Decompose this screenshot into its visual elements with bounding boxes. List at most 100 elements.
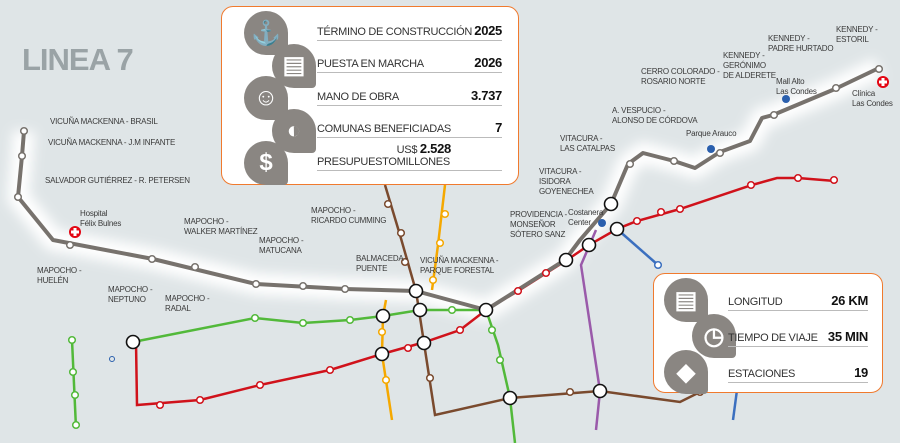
station-dot[interactable] — [428, 275, 438, 285]
station-dot[interactable] — [653, 260, 663, 270]
station-label: VICUÑA MACKENNA - J.M INFANTE — [48, 138, 175, 147]
station-dot[interactable] — [565, 387, 575, 397]
station-dot[interactable] — [400, 257, 410, 267]
stat-label: TÉRMINO DE CONSTRUCCIÓN — [317, 25, 473, 38]
interchange-station[interactable] — [374, 346, 390, 362]
station-dot[interactable] — [403, 343, 413, 353]
stat-label: PRESUPUESTO — [317, 155, 397, 168]
interchange-station[interactable] — [412, 302, 428, 318]
interchange-station[interactable] — [478, 302, 494, 318]
station-dot[interactable] — [396, 228, 406, 238]
line4-route — [731, 389, 739, 421]
station-dot[interactable] — [67, 335, 77, 345]
stat-label: COMUNAS BENEFICIADAS — [317, 123, 451, 135]
line5-route — [132, 308, 517, 443]
station-dot[interactable] — [440, 209, 450, 219]
interchange-station[interactable] — [558, 252, 574, 268]
interchange-station[interactable] — [581, 237, 597, 253]
station-dot[interactable] — [425, 373, 435, 383]
station-label: LAS CATALPAS — [560, 144, 615, 153]
station-dot[interactable] — [447, 305, 457, 315]
station-dot[interactable] — [377, 327, 387, 337]
interchange-station[interactable] — [125, 334, 141, 350]
station-dot[interactable] — [495, 355, 505, 365]
station-label: PADRE HURTADO — [768, 44, 833, 53]
landmark-label: Mall Alto — [776, 77, 805, 86]
station-dot[interactable] — [383, 199, 393, 209]
station-dot[interactable] — [255, 380, 265, 390]
station-dot[interactable] — [675, 204, 685, 214]
station-dot[interactable] — [513, 286, 523, 296]
station-dot[interactable] — [625, 159, 635, 169]
station-dot[interactable] — [70, 390, 80, 400]
interchange-station[interactable] — [592, 383, 608, 399]
station-dot[interactable] — [831, 83, 841, 93]
station-dot[interactable] — [190, 262, 200, 272]
line3-route — [383, 184, 701, 417]
station-label: VICUÑA MACKENNA - BRASIL — [50, 117, 158, 126]
station-dot[interactable] — [195, 395, 205, 405]
minor-stations — [13, 64, 884, 430]
interchange-station[interactable] — [416, 335, 432, 351]
station-label: KENNEDY - — [723, 51, 765, 60]
stat-value: 2.528 — [419, 140, 451, 156]
landmark-dot — [598, 219, 606, 227]
station-dot[interactable] — [298, 318, 308, 328]
line6-route — [579, 229, 602, 431]
interchange-station[interactable] — [408, 283, 424, 299]
station-dot[interactable] — [68, 367, 78, 377]
station-dot[interactable] — [340, 284, 350, 294]
station-label: NEPTUNO — [108, 295, 146, 304]
station-label: PARQUE FORESTAL — [420, 266, 495, 275]
station-dot[interactable] — [793, 173, 803, 183]
map-icon: ◐ — [272, 108, 316, 153]
station-dot[interactable] — [147, 254, 157, 264]
station-dot[interactable] — [874, 64, 884, 74]
stat-label: MANO DE OBRA — [317, 90, 399, 103]
station-dot[interactable] — [71, 420, 81, 430]
station-label: KENNEDY - — [836, 25, 878, 34]
stat-value: 2025 — [474, 22, 502, 38]
station-dot[interactable] — [541, 268, 551, 278]
station-dot[interactable] — [829, 175, 839, 185]
station-dot[interactable] — [487, 325, 497, 335]
station-dot[interactable] — [250, 313, 260, 323]
station-labels: VICUÑA MACKENNA - BRASIL VICUÑA MACKENNA … — [37, 25, 893, 313]
interchange-station[interactable] — [609, 221, 625, 237]
station-label: PROVIDENCIA - — [510, 210, 568, 219]
station-dot[interactable] — [632, 216, 642, 226]
station-dot[interactable] — [435, 238, 445, 248]
station-dot[interactable] — [19, 126, 29, 136]
currency: US$ — [396, 143, 418, 156]
station-dot[interactable] — [715, 148, 725, 158]
interchange-station[interactable] — [502, 390, 518, 406]
station-dot[interactable] — [65, 240, 75, 250]
station-dot[interactable] — [656, 207, 666, 217]
interchange-station[interactable] — [603, 196, 619, 212]
station-dot[interactable] — [155, 400, 165, 410]
station-dot[interactable] — [325, 365, 335, 375]
station-label: RICARDO CUMMING — [311, 216, 386, 225]
stat-label: LONGITUD — [728, 296, 783, 308]
station-label: A. VESPUCIO - — [612, 106, 666, 115]
station-dot[interactable] — [455, 325, 465, 335]
station-dot[interactable] — [13, 192, 23, 202]
station-dot[interactable] — [298, 281, 308, 291]
station-dot[interactable] — [669, 156, 679, 166]
stations-icon: ◆ — [664, 350, 708, 394]
line4-route — [616, 228, 659, 266]
station-dot[interactable] — [17, 151, 27, 161]
interchange-station[interactable] — [375, 308, 391, 324]
station-dot[interactable] — [251, 279, 261, 289]
stat-value: 26 KM — [831, 293, 868, 308]
station-dot[interactable] — [381, 375, 391, 385]
station-dot[interactable] — [769, 110, 779, 120]
station-label: DE ALDERETE — [723, 71, 776, 80]
station-dot[interactable] — [345, 315, 355, 325]
station-dot[interactable] — [746, 180, 756, 190]
station-label: MATUCANA — [259, 246, 303, 255]
station-label: WALKER MARTÍNEZ — [184, 227, 258, 236]
